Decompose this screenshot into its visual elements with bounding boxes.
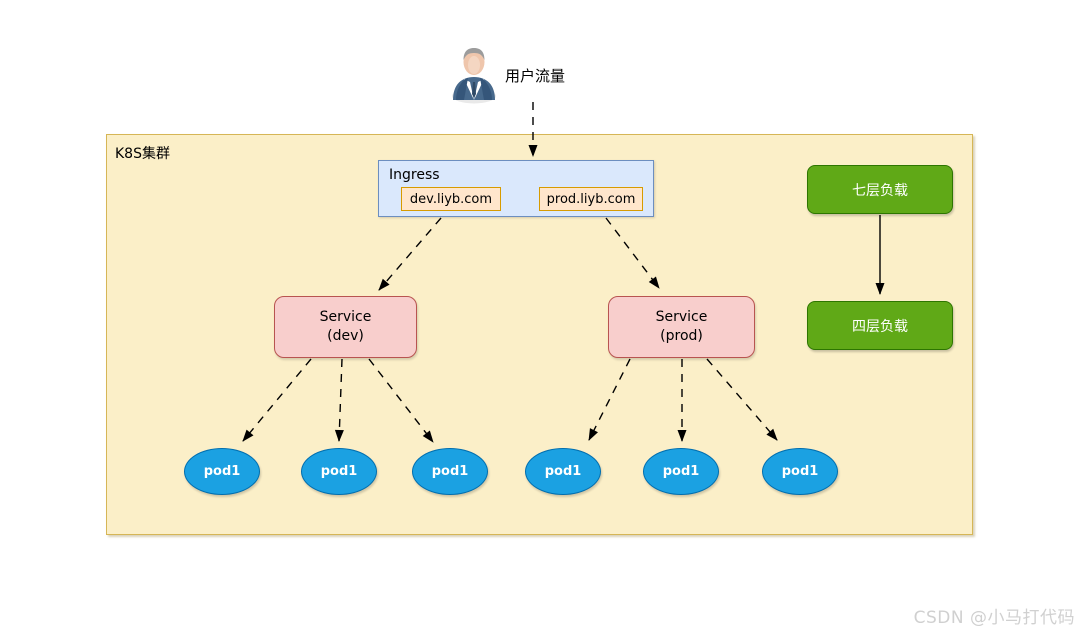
layer4-load-box: 四层负载 bbox=[807, 301, 953, 350]
pod-ellipse: pod1 bbox=[525, 448, 601, 495]
k8s-cluster-label: K8S集群 bbox=[115, 146, 170, 162]
pod-ellipse: pod1 bbox=[184, 448, 260, 495]
service-dev-name: Service bbox=[319, 309, 372, 326]
businessman-icon-svg bbox=[452, 48, 496, 104]
ingress-host-prod: prod.liyb.com bbox=[539, 187, 643, 211]
pod-ellipse: pod1 bbox=[301, 448, 377, 495]
service-dev-box: Service (dev) bbox=[274, 296, 417, 358]
ingress-host-dev: dev.liyb.com bbox=[401, 187, 501, 211]
pod-ellipse: pod1 bbox=[643, 448, 719, 495]
csdn-watermark: CSDN @小马打代码 bbox=[913, 608, 1075, 628]
ingress-label: Ingress bbox=[389, 167, 440, 183]
ingress-box: Ingress dev.liyb.com prod.liyb.com bbox=[378, 160, 654, 217]
user-traffic-label: 用户流量 bbox=[505, 67, 566, 85]
businessman-icon bbox=[450, 42, 498, 104]
layer7-load-box: 七层负载 bbox=[807, 165, 953, 214]
service-dev-env: (dev) bbox=[327, 328, 364, 344]
service-prod-name: Service bbox=[655, 309, 708, 326]
service-prod-env: (prod) bbox=[660, 328, 703, 344]
service-prod-box: Service (prod) bbox=[608, 296, 755, 358]
pod-ellipse: pod1 bbox=[762, 448, 838, 495]
pod-ellipse: pod1 bbox=[412, 448, 488, 495]
